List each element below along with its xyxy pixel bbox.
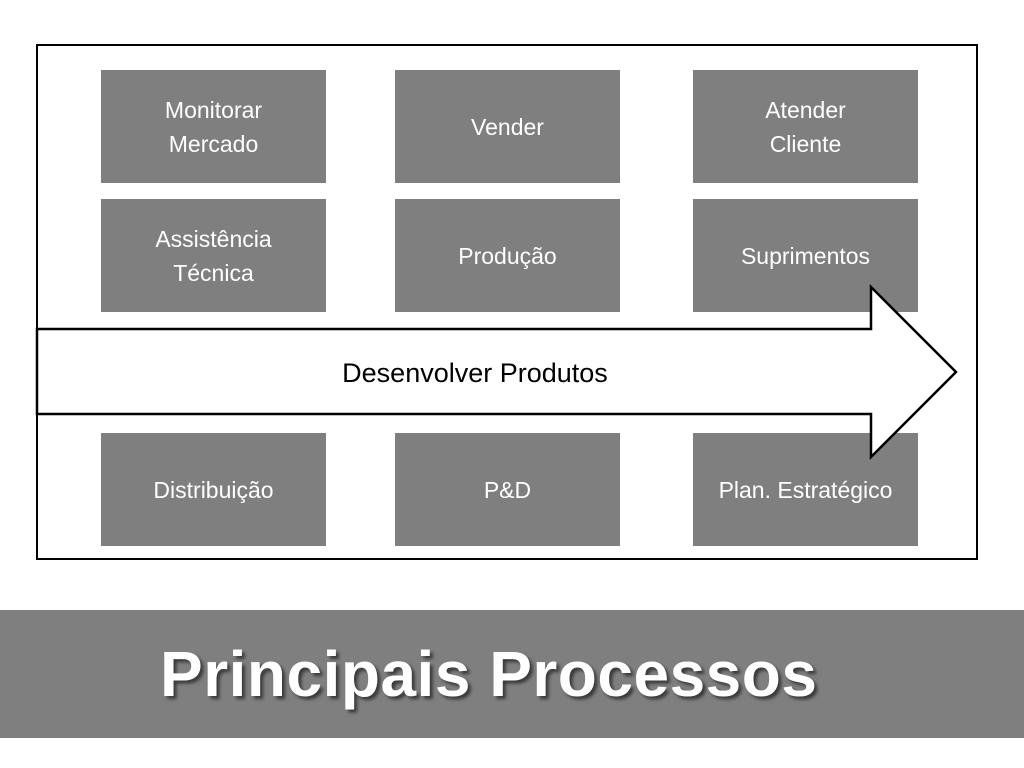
process-box-label: Assistência Técnica	[155, 225, 272, 286]
process-box-suprimentos: Suprimentos	[693, 199, 918, 312]
process-box-atender-cliente: Atender Cliente	[693, 70, 918, 183]
process-box-label: Atender Cliente	[765, 96, 846, 157]
process-box-monitorar-mercado: Monitorar Mercado	[101, 70, 326, 183]
process-box-label: Distribuição	[153, 476, 274, 503]
process-box-plan-estrategico: Plan. Estratégico	[693, 433, 918, 546]
title-band	[0, 610, 1024, 738]
process-box-label: Vender	[471, 113, 544, 140]
process-box-vender: Vender	[395, 70, 620, 183]
process-box-label: Produção	[458, 242, 557, 269]
process-box-assistencia-tecnica: Assistência Técnica	[101, 199, 326, 312]
slide-title: Principais Processos	[160, 638, 818, 710]
arrow-label: Desenvolver Produtos	[342, 358, 608, 388]
process-box-pd: P&D	[395, 433, 620, 546]
process-box-producao: Produção	[395, 199, 620, 312]
process-box-label: Suprimentos	[740, 242, 871, 269]
process-box-label: Monitorar Mercado	[164, 96, 263, 157]
process-box-label: P&D	[483, 476, 532, 503]
process-box-distribuicao: Distribuição	[101, 433, 326, 546]
process-box-label: Plan. Estratégico	[718, 476, 893, 503]
